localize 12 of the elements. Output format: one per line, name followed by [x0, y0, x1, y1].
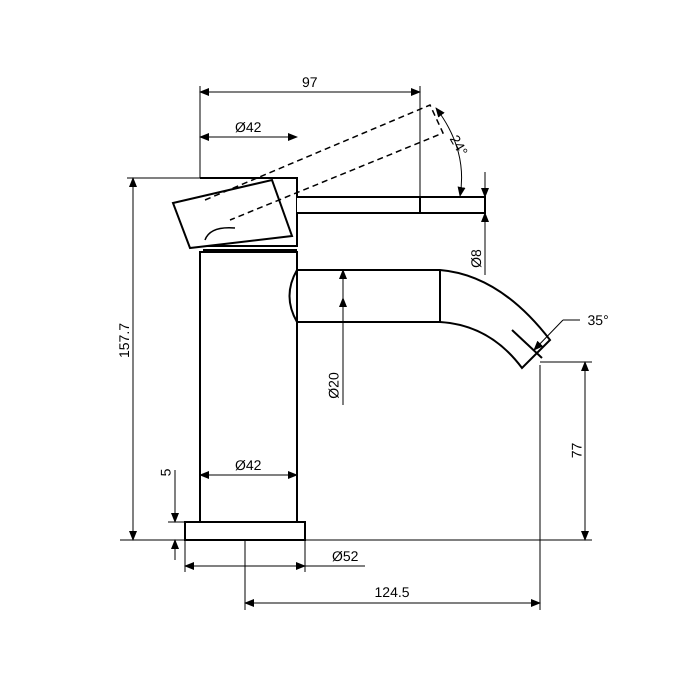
dimension-label: 157.7 [116, 322, 132, 358]
dimension-label: Ø42 [235, 120, 262, 134]
angle-label: 24° [446, 132, 470, 158]
dimension-label: Ø20 [326, 372, 342, 398]
dimension-label: Ø8 [468, 248, 484, 268]
dimension-label: Ø42 [235, 458, 262, 472]
dimension-label: 5 [158, 468, 174, 476]
dimension-label: 77 [569, 442, 584, 458]
dimension-label: 97 [302, 74, 318, 90]
dimension-label: 124.5 [374, 584, 410, 600]
angle-label: 35° [588, 312, 609, 328]
dimension-label: Ø52 [332, 548, 358, 564]
